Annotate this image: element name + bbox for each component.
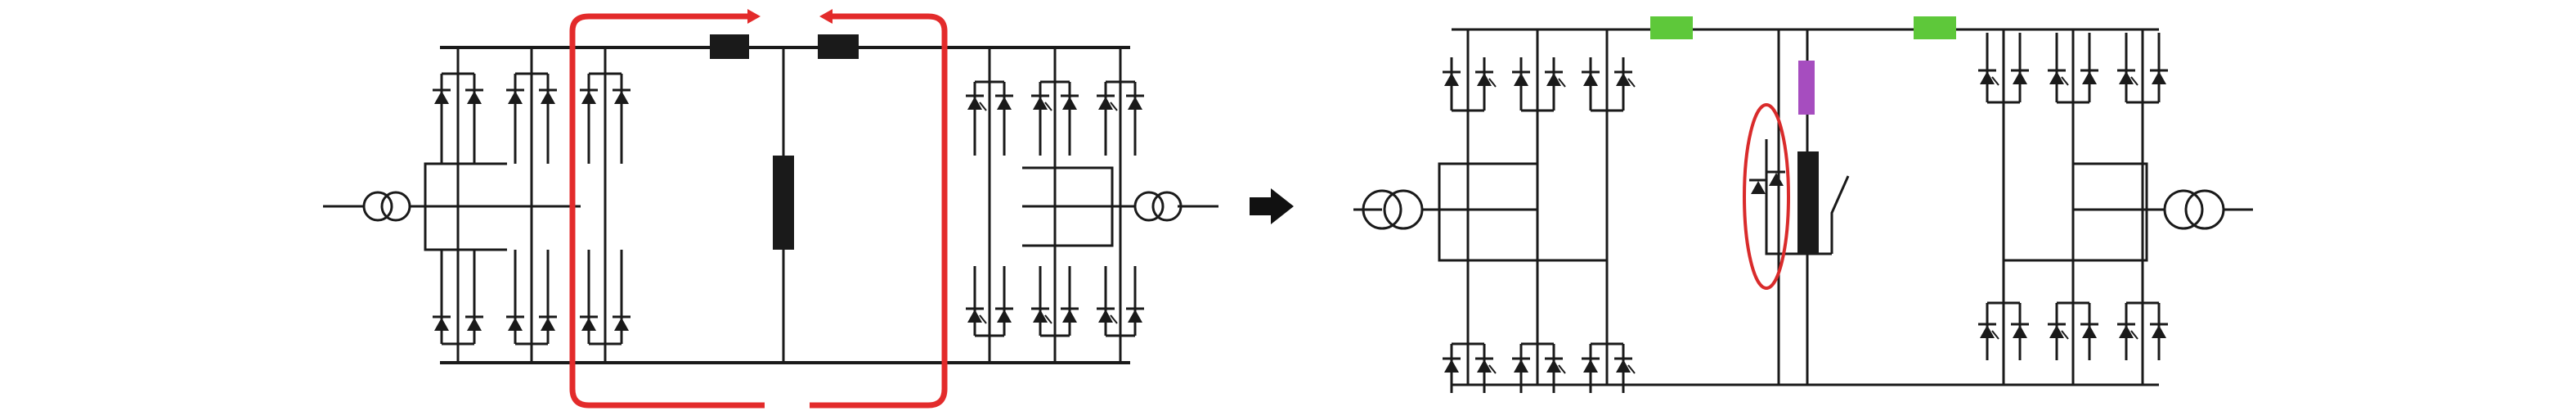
right-bridge: [964, 47, 1146, 363]
thyristor-icon: [1748, 178, 1769, 196]
thyristor-icon: [994, 94, 1015, 111]
thyristor-icon: [464, 315, 485, 332]
thyristor-icon: [1059, 307, 1080, 324]
thyristor-icon: [464, 88, 485, 106]
center-inductor: [1797, 151, 1819, 254]
thyristor-icon: [1441, 357, 1462, 374]
thyristor-icon: [2079, 323, 2100, 340]
valve-column: [1977, 29, 2031, 385]
valve-column: [1441, 29, 1497, 393]
current-path-right: [810, 13, 948, 409]
thyristor-leg: [1765, 139, 1779, 255]
ac-feed-bottom-left: [1438, 210, 1607, 262]
valve-column: [1510, 29, 1567, 393]
thyristor-icon: [1580, 357, 1601, 374]
thyristor-icon: [578, 315, 599, 332]
thyristor-icon: [2009, 69, 2031, 86]
valve-column: [2046, 29, 2100, 385]
arrowhead-right: [747, 9, 761, 24]
thyristor-icon: [2148, 69, 2170, 86]
thyristor-icon: [505, 88, 526, 106]
current-path-left: [569, 13, 765, 409]
thyristor-icon: [611, 315, 632, 332]
valve-column: [505, 47, 559, 363]
thyristor-icon: [1059, 94, 1080, 111]
resistor: [1798, 61, 1815, 115]
thyristor-icon: [537, 315, 559, 332]
thyristor-icon: [1124, 94, 1146, 111]
ac-feed-bottom-right: [1022, 206, 1114, 247]
thyristor-icon: [1766, 170, 1787, 187]
thyristor-icon: [994, 307, 1015, 324]
transformer-icon: [1362, 189, 1424, 230]
thyristor-icon: [578, 88, 599, 106]
transformer-icon: [2163, 189, 2225, 230]
thyristor-icon: [1124, 307, 1146, 324]
valve-column: [964, 47, 1015, 363]
left-circuit-panel: [323, 9, 1218, 409]
reactor-right: [818, 34, 859, 59]
transformer-icon: [362, 191, 411, 222]
thyristor-icon: [537, 88, 559, 106]
thyristor-icon: [2079, 69, 2100, 86]
thyristor-icon: [1580, 70, 1601, 88]
arrowhead-left: [819, 9, 832, 24]
thyristor-icon: [431, 88, 452, 106]
transformer-icon: [1133, 191, 1183, 222]
ac-feed-top-right: [1022, 166, 1135, 208]
valve-column: [1580, 29, 1636, 393]
thyristor-icon: [1510, 357, 1532, 374]
dc-breaker-icon: [1650, 16, 1693, 39]
center-inductor: [773, 156, 794, 250]
thyristor-icon: [2148, 323, 2170, 340]
thyristor-icon: [1510, 70, 1532, 88]
right-circuit-panel: [1353, 16, 2253, 393]
left-bridge: [1423, 29, 1636, 393]
thyristor-icon: [2009, 323, 2031, 340]
dc-breaker-icon: [1914, 16, 1956, 39]
arrow-right-icon: [1250, 188, 1294, 224]
left-bridge: [431, 47, 632, 363]
ac-feed-top-left: [1423, 162, 1537, 211]
ac-feed-bottom-right: [2004, 210, 2148, 262]
reactor-left: [710, 34, 749, 59]
ac-feed-top-left: [409, 162, 507, 208]
right-bridge: [1977, 29, 2170, 385]
highlight-circle: [1743, 103, 1790, 290]
valve-column: [431, 47, 485, 363]
switch-icon: [1830, 175, 1850, 254]
thyristor-icon: [505, 315, 526, 332]
valve-column: [578, 47, 632, 363]
thyristor-icon: [1441, 70, 1462, 88]
thyristor-icon: [611, 88, 632, 106]
valve-column: [2116, 29, 2170, 385]
ac-feed-top-right: [2073, 162, 2165, 211]
ac-feed-bottom-left: [424, 206, 507, 251]
thyristor-icon: [431, 315, 452, 332]
